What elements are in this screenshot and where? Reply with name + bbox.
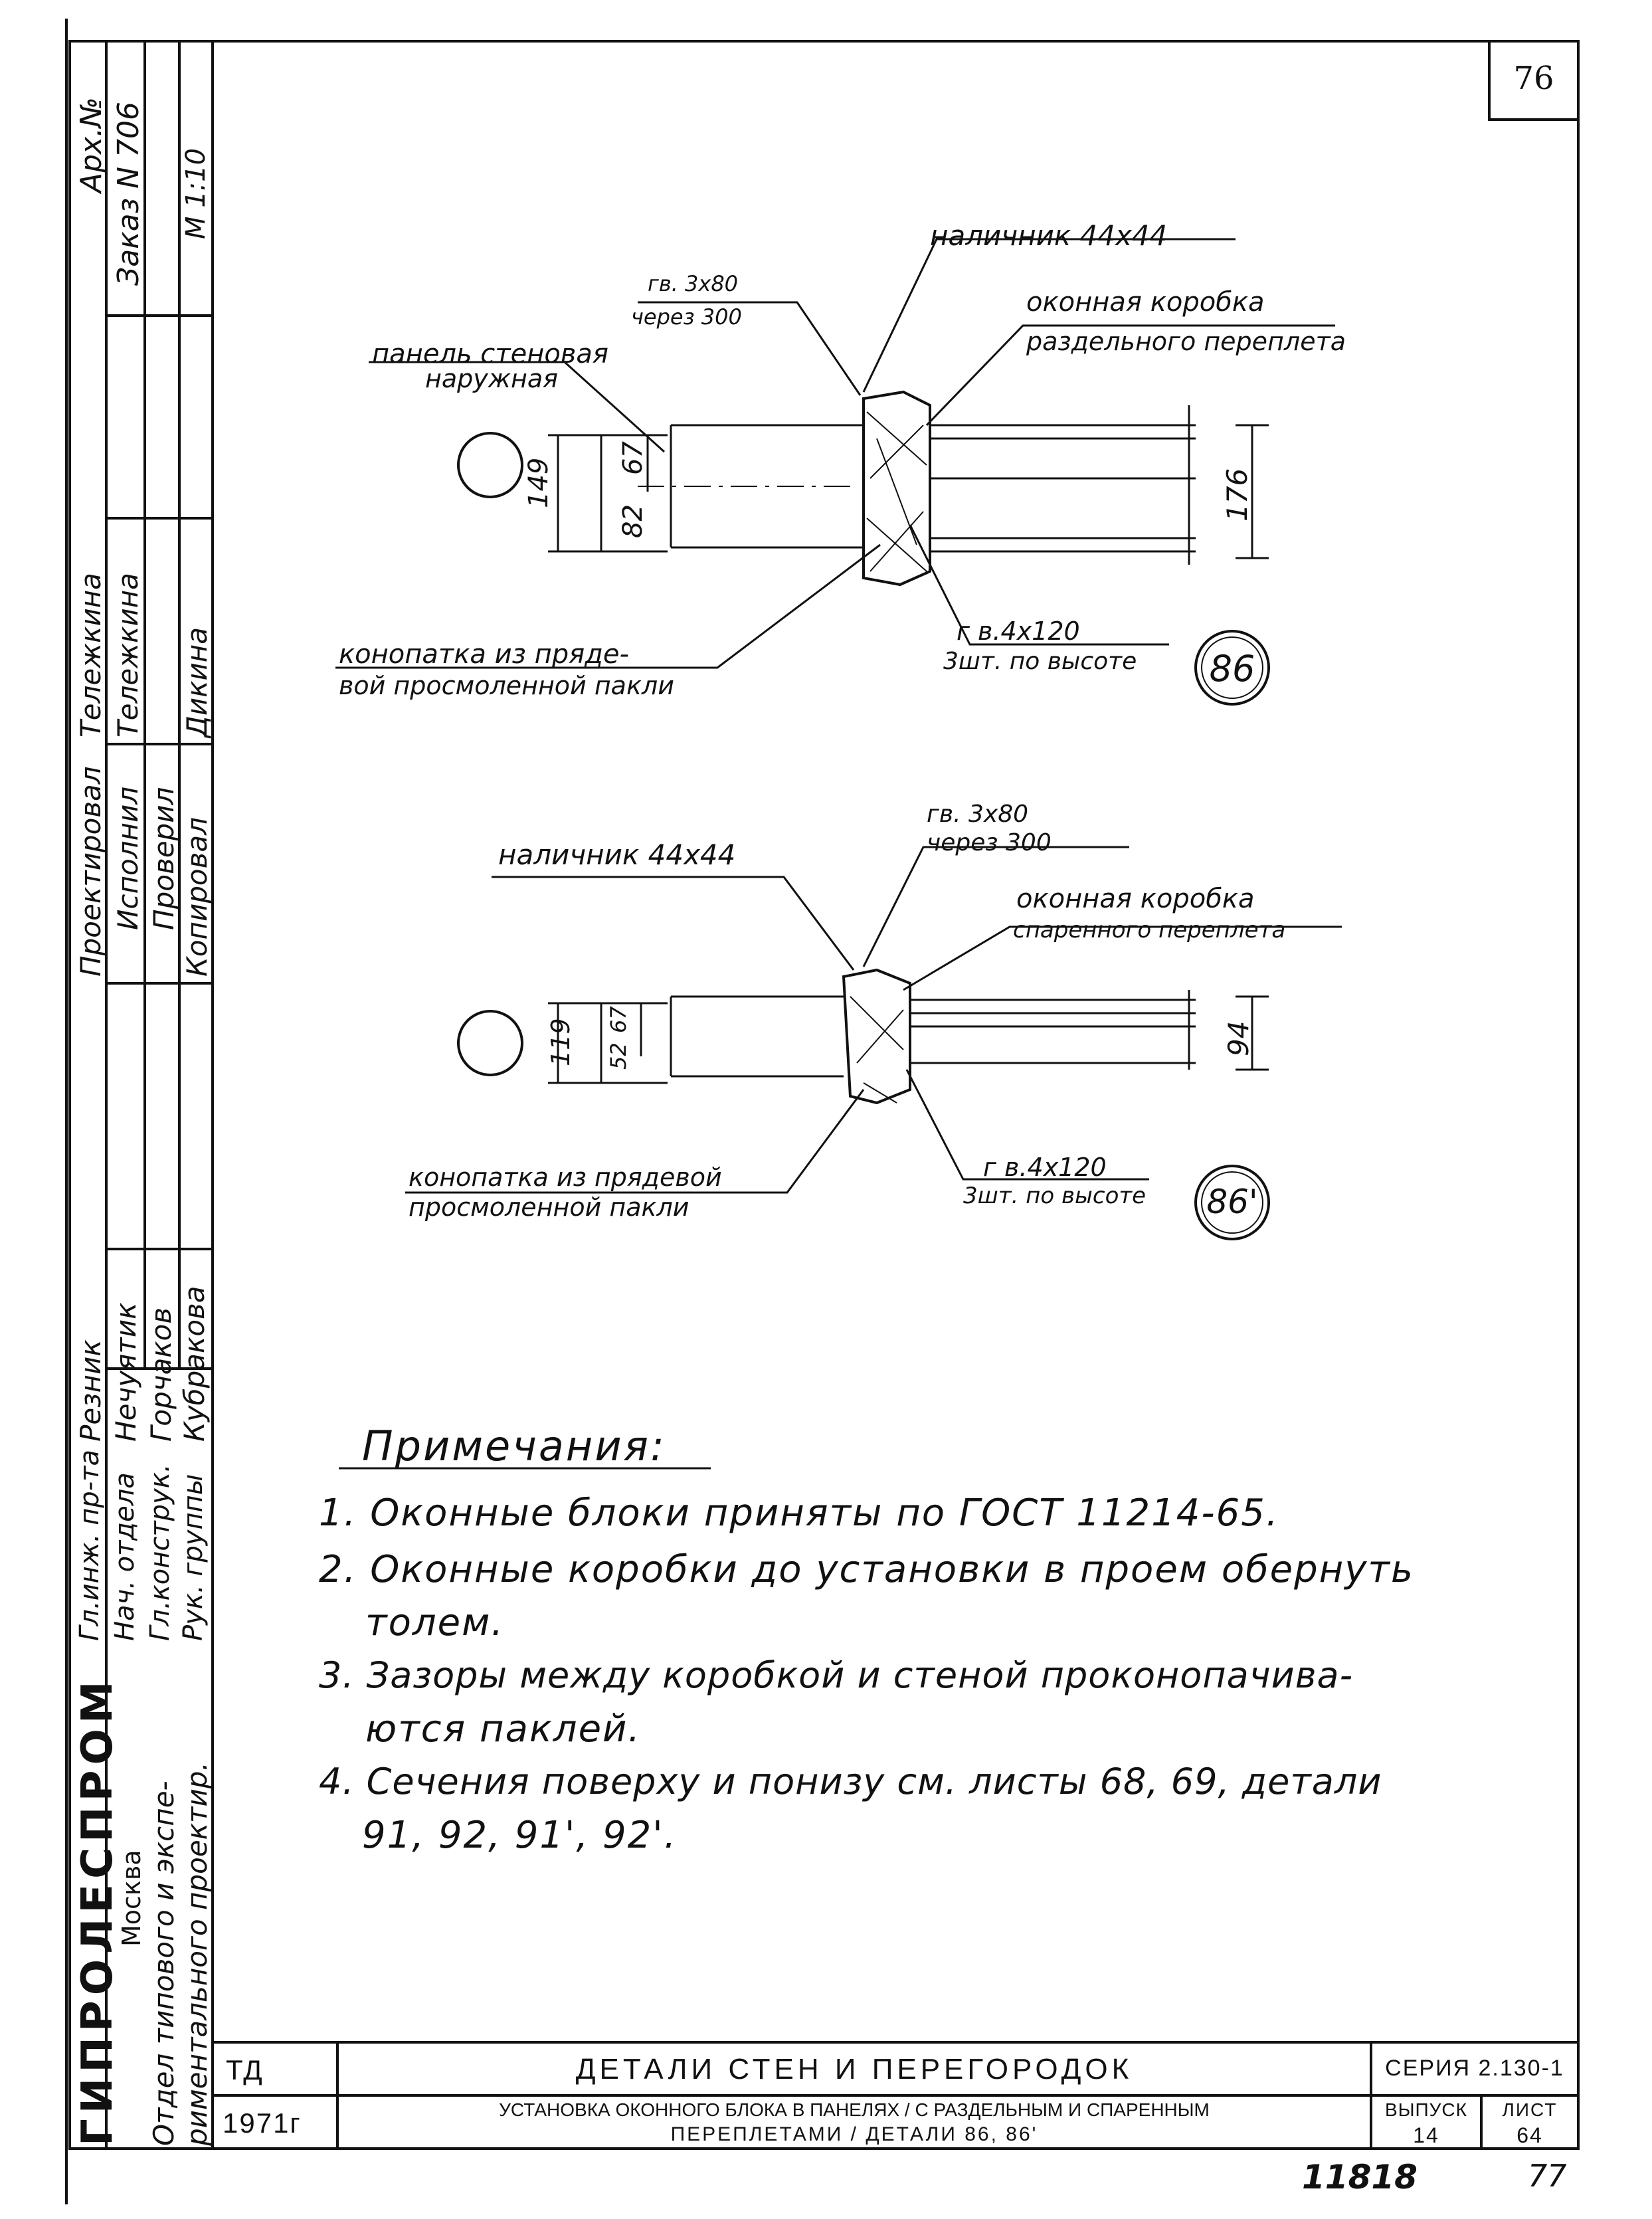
d86p-label-nail-1: гв. 3х80 <box>927 801 1029 828</box>
stamp-role-checked: Проверил <box>147 787 180 930</box>
stamp-department-2: риментального проектир. <box>181 1762 213 2146</box>
d86-dim-total: 149 <box>523 457 554 508</box>
footer-inventory: 11818 <box>1302 2158 1418 2196</box>
d86-label-nail-2b: 3шт. по высоте <box>943 648 1137 675</box>
d86-label-frame-1: оконная коробка <box>1026 287 1265 318</box>
stamp-order: Заказ N 706 <box>112 102 145 286</box>
note-line-7: 91, 92, 91', 92'. <box>362 1814 678 1857</box>
title-issue-label: ВЫПУСК <box>1385 2099 1467 2120</box>
detail-86p-drawing <box>405 846 1342 1240</box>
title-code: ТД <box>226 2054 264 2085</box>
d86p-label-frame-2: спаренного переплета <box>1013 917 1286 943</box>
stamp-name-designed: Тележкина <box>74 573 107 737</box>
d86p-dim-frame: 94 <box>1222 1020 1255 1056</box>
title-description-1: УСТАНОВКА ОКОННОГО БЛОКА В ПАНЕЛЯХ / С Р… <box>499 2099 1210 2120</box>
d86-label-caulk-2: вой просмоленной пакли <box>339 671 674 700</box>
d86-label-nail-1b: через 300 <box>631 304 742 330</box>
title-description-2: ПЕРЕПЛЕТАМИ / ДЕТАЛИ 86, 86' <box>670 2123 1038 2145</box>
note-line-6: 4. Сечения поверху и понизу см. листы 68… <box>319 1761 1382 1802</box>
stamp-org: ГИПРОЛЕСПРОМ <box>73 1676 122 2146</box>
d86p-dim-b: 67 <box>606 1006 631 1033</box>
d86-label-panel-1: панель стеновая <box>372 339 608 369</box>
stamp-name-executed: Тележкина <box>112 573 144 737</box>
d86-dim-b: 67 <box>618 441 648 475</box>
stamp-staff-role-2: Нач. отдела <box>110 1472 140 1641</box>
title-series: СЕРИЯ 2.130-1 <box>1385 2056 1564 2081</box>
d86-dim-frame: 176 <box>1221 468 1253 522</box>
stamp-staff-name-4: Кубракова <box>178 1286 211 1442</box>
stamp-staff-name-2: Нечуятик <box>110 1302 142 1442</box>
d86p-label-frame-1: оконная коробка <box>1016 884 1255 914</box>
note-line-4: 3. Зазоры между коробкой и стеной прокон… <box>319 1654 1354 1696</box>
title-section: ДЕТАЛИ СТЕН И ПЕРЕГОРОДОК <box>575 2053 1133 2085</box>
sheet-number: 76 <box>1513 60 1554 97</box>
stamp-city: Москва <box>117 1850 146 1947</box>
d86p-label-caulk-1: конопатка из прядевой <box>409 1163 722 1192</box>
notes-title: Примечания: <box>362 1422 666 1470</box>
d86p-badge: 86' <box>1206 1183 1258 1221</box>
d86p-label-nail-1b: через 300 <box>927 829 1052 856</box>
d86p-dim-total: 119 <box>546 1018 575 1066</box>
sheet-frame <box>68 40 1580 2150</box>
stamp-staff-name-1: Резник <box>74 1339 107 1442</box>
title-issue-value: 14 <box>1413 2123 1439 2147</box>
stamp-staff-role-3: Гл.конструк. <box>145 1464 175 1641</box>
d86-label-panel-2: наружная <box>425 364 558 393</box>
stamp-role-executed: Исполнил <box>112 786 144 930</box>
title-year: 1971г <box>223 2107 302 2139</box>
d86-dim-a: 82 <box>618 504 648 538</box>
d86-label-caulk-1: конопатка из пряде- <box>339 639 629 670</box>
stamp-department-1: Отдел типового и экспе- <box>147 1781 180 2146</box>
d86p-label-caulk-2: просмоленной пакли <box>409 1193 689 1222</box>
stamp-staff-role-4: Рук. группы <box>178 1474 209 1641</box>
stamp-staff-name-3: Горчаков <box>145 1307 177 1442</box>
title-sheet-label: ЛИСТ <box>1502 2099 1558 2120</box>
stamp-role-designed: Проектировал <box>74 766 107 977</box>
d86-label-nail-2: г в.4х120 <box>957 617 1080 646</box>
sheet-number-box <box>1488 40 1580 121</box>
d86p-label-nail-2b: 3шт. по высоте <box>963 1183 1147 1209</box>
note-line-5: ются паклей. <box>365 1707 642 1751</box>
detail-86-drawing <box>335 238 1335 706</box>
footer-page: 77 <box>1528 2158 1567 2194</box>
title-sheet-value: 64 <box>1516 2123 1543 2147</box>
stamp-name-copied: Дикина <box>181 627 213 737</box>
stamp-scale: М 1:10 <box>181 147 211 239</box>
d86p-dim-a: 52 <box>606 1042 631 1070</box>
d86-label-nail-1: гв. 3х80 <box>648 271 739 296</box>
stamp-arch-label: Арх.№ <box>74 97 108 193</box>
d86-label-frame-2: раздельного переплета <box>1026 327 1346 356</box>
d86-badge: 86 <box>1209 648 1255 690</box>
d86-label-platband: наличник 44х44 <box>930 219 1168 252</box>
d86p-label-platband: наличник 44х44 <box>498 838 736 871</box>
d86p-label-nail-2: г в.4х120 <box>983 1153 1107 1182</box>
note-line-1: 1. Оконные блоки приняты по ГОСТ 11214-6… <box>319 1492 1279 1535</box>
note-line-2: 2. Оконные коробки до установки в проем … <box>319 1548 1414 1591</box>
note-line-3: толем. <box>365 1601 505 1644</box>
stamp-role-copied: Копировал <box>181 817 213 977</box>
stamp-staff-role-1: Гл.инж. пр-та <box>74 1450 105 1641</box>
